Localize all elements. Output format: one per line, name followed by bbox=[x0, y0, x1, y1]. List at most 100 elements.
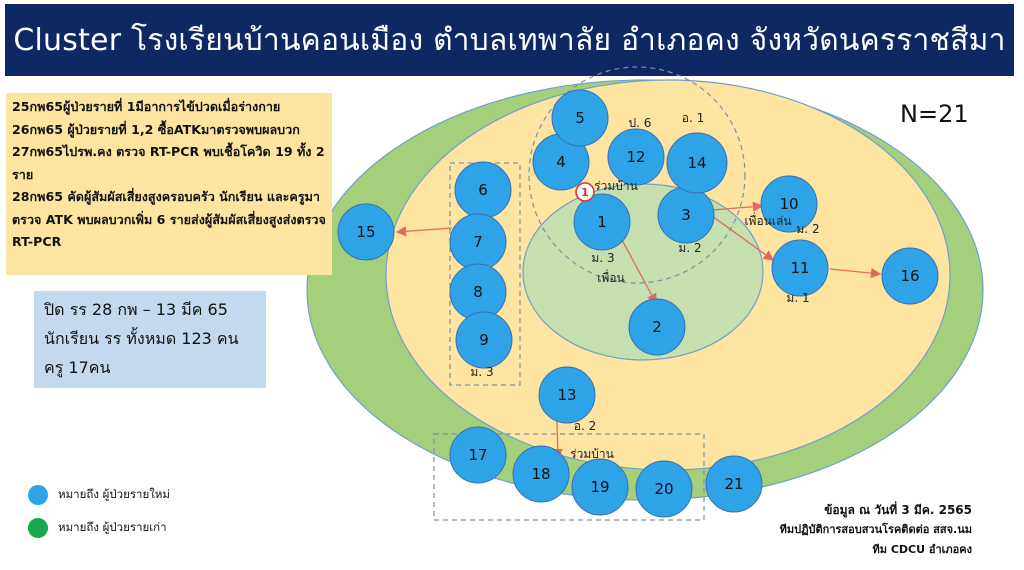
case-number: 4 bbox=[556, 153, 566, 171]
case-number: 9 bbox=[479, 331, 489, 349]
source-note: ข้อมูล ณ วันที่ 3 มีค. 2565 ทีมปฏิบัติกา… bbox=[780, 500, 972, 560]
household-box bbox=[433, 433, 705, 521]
old-case-dot-icon bbox=[28, 518, 48, 538]
timeline-entry: 28กพ65 คัดผู้สัมผัสเสี่ยงสูงครอบครัว นัก… bbox=[12, 189, 326, 249]
case-circle bbox=[771, 239, 829, 297]
class-m3-box bbox=[449, 162, 521, 386]
legend-new: หมายถึง ผู้ป่วยรายใหม่ bbox=[28, 485, 170, 505]
case-number: 18 bbox=[531, 465, 550, 483]
group-label-m2a: ม. 2 bbox=[678, 241, 701, 255]
case-number: 21 bbox=[724, 475, 743, 493]
case-number: 1 bbox=[597, 213, 607, 231]
case-number: 11 bbox=[790, 259, 809, 277]
group-label-ruam2: ร่วมบ้าน bbox=[570, 447, 614, 461]
case-number: 5 bbox=[575, 109, 585, 127]
group-label-a1: อ. 1 bbox=[682, 111, 704, 125]
new-case-dot-icon bbox=[28, 485, 48, 505]
case-circle bbox=[449, 426, 507, 484]
closure-box: ปิด รร 28 กพ – 13 มีค 65 นักเรียน รร ทั้… bbox=[34, 291, 266, 388]
case-node-17: 17 bbox=[449, 426, 507, 484]
case-circle bbox=[607, 128, 665, 186]
case-number: 8 bbox=[473, 283, 483, 301]
case-number: 16 bbox=[900, 267, 919, 285]
case-number: 14 bbox=[687, 154, 706, 172]
group-label-a2: อ. 2 bbox=[574, 419, 596, 433]
case-number: 10 bbox=[779, 195, 798, 213]
case-node-7: 7 bbox=[449, 213, 507, 271]
legend-new-label: หมายถึง ผู้ป่วยรายใหม่ bbox=[58, 487, 170, 501]
index-case-badge: 1 bbox=[575, 182, 595, 202]
source-line: ทีมปฏิบัติการสอบสวนโรคติดต่อ สสจ.นม bbox=[779, 523, 972, 536]
group-label-ruam1: ร่วมบ้าน bbox=[594, 179, 638, 193]
case-circle bbox=[628, 298, 686, 356]
case-circle bbox=[455, 311, 513, 369]
case-node-6: 6 bbox=[454, 161, 512, 219]
case-circle bbox=[705, 455, 763, 513]
case-circle bbox=[337, 203, 395, 261]
case-circle bbox=[881, 247, 939, 305]
case-number: 12 bbox=[626, 148, 645, 166]
transmission-arrow bbox=[395, 226, 453, 237]
index-badge-number: 1 bbox=[581, 186, 589, 199]
case-circle bbox=[573, 193, 631, 251]
case-number: 20 bbox=[654, 480, 673, 498]
case-circle bbox=[538, 366, 596, 424]
case-node-21: 21 bbox=[705, 455, 763, 513]
index-badge-circle bbox=[575, 182, 595, 202]
case-node-13: 13 bbox=[538, 366, 596, 424]
case-number: 17 bbox=[468, 446, 487, 464]
group-label-pueun: เพื่อน bbox=[597, 269, 624, 285]
case-circle bbox=[635, 460, 693, 518]
timeline-box: 25กพ65ผู้ป่วยรายที่ 1มีอาการไข้ปวดเมื่อร… bbox=[6, 93, 332, 275]
case-node-8: 8 bbox=[449, 263, 507, 321]
case-number: 6 bbox=[478, 181, 488, 199]
page-header: Cluster โรงเรียนบ้านคอนเมือง ตำบลเทพาลัย… bbox=[5, 4, 1014, 76]
case-node-14: 14 bbox=[666, 132, 728, 194]
timeline-entry: 27กพ65ไปรพ.คง ตรวจ RT-PCR พบเชื้อโควิด 1… bbox=[12, 144, 325, 182]
case-circle bbox=[551, 89, 609, 147]
transmission-arrow bbox=[621, 239, 657, 305]
page-title: Cluster โรงเรียนบ้านคอนเมือง ตำบลเทพาลัย… bbox=[13, 22, 1006, 58]
case-node-15: 15 bbox=[337, 203, 395, 261]
case-node-20: 20 bbox=[635, 460, 693, 518]
case-node-18: 18 bbox=[512, 445, 570, 503]
closure-line: ครู 17คน bbox=[44, 358, 111, 377]
case-number: 2 bbox=[652, 318, 662, 336]
household-circle bbox=[528, 66, 746, 284]
case-number: 7 bbox=[473, 233, 483, 251]
case-node-5: 5 bbox=[551, 89, 609, 147]
case-node-3: 3 bbox=[657, 186, 715, 244]
group-label-m3a: ม. 3 bbox=[591, 251, 614, 265]
case-node-11: 11 bbox=[771, 239, 829, 297]
case-circle bbox=[512, 445, 570, 503]
case-number: 3 bbox=[681, 206, 691, 224]
case-number: 15 bbox=[356, 223, 375, 241]
timeline-entry: 26กพ65 ผู้ป่วยรายที่ 1,2 ซื้อATKมาตรวจพบ… bbox=[12, 121, 300, 137]
transmission-arrow bbox=[711, 215, 775, 261]
case-number: 13 bbox=[557, 386, 576, 404]
source-line: ทีม CDCU อำเภอคง bbox=[872, 543, 973, 556]
group-label-pueunlen: เพื่อนเล่น bbox=[744, 212, 791, 228]
transmission-arrow bbox=[711, 201, 764, 212]
case-node-1: 1 bbox=[573, 193, 631, 251]
case-node-19: 19 bbox=[571, 458, 629, 516]
case-node-12: 12 bbox=[607, 128, 665, 186]
case-circle bbox=[760, 175, 818, 233]
group-label-m1: ม. 1 bbox=[786, 291, 809, 305]
closure-line: นักเรียน รร ทั้งหมด 123 คน bbox=[44, 329, 239, 348]
case-circle bbox=[666, 132, 728, 194]
closure-line: ปิด รร 28 กพ – 13 มีค 65 bbox=[44, 300, 228, 319]
group-label-m2b: ม. 2 bbox=[796, 222, 819, 236]
group-label-p6: ป. 6 bbox=[629, 116, 652, 130]
legend-old: หมายถึง ผู้ป่วยรายเก่า bbox=[28, 518, 167, 538]
legend-old-label: หมายถึง ผู้ป่วยรายเก่า bbox=[58, 520, 167, 534]
transmission-arrow bbox=[829, 267, 882, 279]
case-number: 19 bbox=[590, 478, 609, 496]
case-count: N=21 bbox=[900, 100, 969, 128]
case-node-9: 9 bbox=[455, 311, 513, 369]
timeline-entry: 25กพ65ผู้ป่วยรายที่ 1มีอาการไข้ปวดเมื่อร… bbox=[12, 99, 281, 114]
source-line: ข้อมูล ณ วันที่ 3 มีค. 2565 bbox=[824, 503, 972, 517]
case-node-16: 16 bbox=[881, 247, 939, 305]
group-label-m3b: ม. 3 bbox=[470, 365, 493, 379]
